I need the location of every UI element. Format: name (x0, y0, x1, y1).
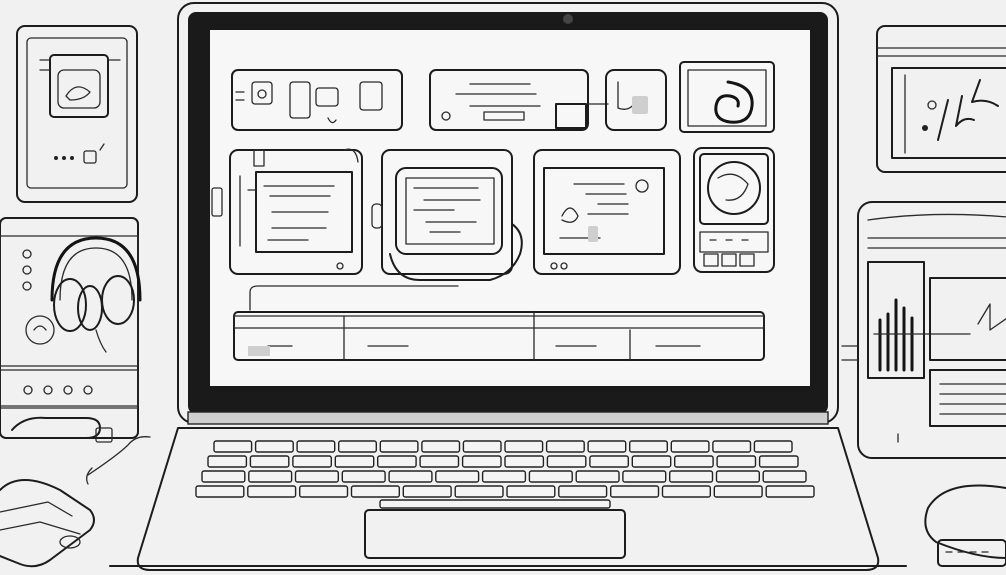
keyboard-key (670, 440, 710, 453)
keyboard-key (765, 485, 815, 498)
keyboard-key (249, 455, 290, 468)
trackpad (364, 509, 626, 559)
left-bottom-peripheral (0, 436, 151, 568)
spiral-icon (679, 61, 775, 133)
keyboard-key (506, 485, 556, 498)
headphones-icon (50, 236, 142, 353)
keyboard-key (377, 455, 417, 468)
keyboard-key (254, 440, 294, 453)
screen-footer-bar (233, 285, 765, 361)
keyboard-key (402, 485, 452, 498)
keyboard-key (481, 470, 527, 483)
keyboard-key (379, 440, 419, 453)
keyboard-key (201, 470, 246, 483)
module-panel-7 (693, 147, 775, 273)
keyboard-key (207, 455, 248, 468)
keyboard-key (334, 455, 375, 468)
keyboard-spacebar (379, 499, 611, 509)
keyboard-key (528, 470, 573, 483)
keyboard-key (296, 440, 336, 453)
keyboard-key (674, 455, 714, 468)
keyboard-key (558, 485, 608, 498)
module-panel-1 (231, 69, 403, 131)
right-top-device (876, 25, 1006, 173)
keyboard-key (294, 470, 339, 483)
keyboard-key (462, 440, 502, 453)
keyboard-key (461, 455, 502, 468)
keyboard-key (545, 440, 585, 453)
keyboard-key (629, 440, 669, 453)
module-panel-3 (605, 69, 667, 131)
keyboard-key (713, 485, 763, 498)
keyboard-key (758, 455, 799, 468)
keyboard-key (247, 485, 297, 498)
keyboard-key (587, 440, 627, 453)
keyboard-key (350, 485, 400, 498)
keyboard-key (575, 470, 620, 483)
keyboard-key (762, 470, 807, 483)
keyboard-key (421, 440, 461, 453)
keyboard (195, 440, 815, 509)
right-bottom-peripheral (924, 484, 1006, 567)
keyboard-key (661, 485, 711, 498)
module-panel-6 (533, 149, 681, 275)
keyboard-key (546, 455, 587, 468)
left-audio-unit (0, 217, 142, 443)
keyboard-key (589, 455, 630, 468)
keyboard-key (622, 470, 667, 483)
left-top-frame (16, 25, 138, 203)
screen-content (211, 61, 775, 361)
keyboard-key (292, 455, 332, 468)
keyboard-key (341, 470, 386, 483)
laptop (109, 2, 907, 571)
keyboard-key (435, 470, 480, 483)
module-panel-5 (371, 149, 523, 281)
keyboard-key (716, 455, 757, 468)
keyboard-key (388, 470, 433, 483)
keyboard-key (504, 455, 545, 468)
keyboard-key (669, 470, 714, 483)
keyboard-key (299, 485, 349, 498)
module-panel-4 (211, 148, 363, 275)
keyboard-key (712, 440, 752, 453)
keyboard-key (454, 485, 504, 498)
keyboard-key (715, 470, 760, 483)
keyboard-key (419, 455, 460, 468)
right-tower (841, 201, 1006, 459)
webcam-icon (563, 14, 573, 24)
module-panel-2 (429, 69, 609, 131)
keyboard-key (213, 440, 253, 453)
keyboard-key (338, 440, 378, 453)
level-bars (873, 298, 971, 372)
keyboard-key (753, 440, 793, 453)
keyboard-key (610, 485, 660, 498)
keyboard-key (248, 470, 293, 483)
keyboard-key (195, 485, 245, 498)
speaker-icon (22, 249, 55, 345)
keyboard-key (504, 440, 544, 453)
frame-buttons (54, 143, 105, 164)
keyboard-key (631, 455, 672, 468)
